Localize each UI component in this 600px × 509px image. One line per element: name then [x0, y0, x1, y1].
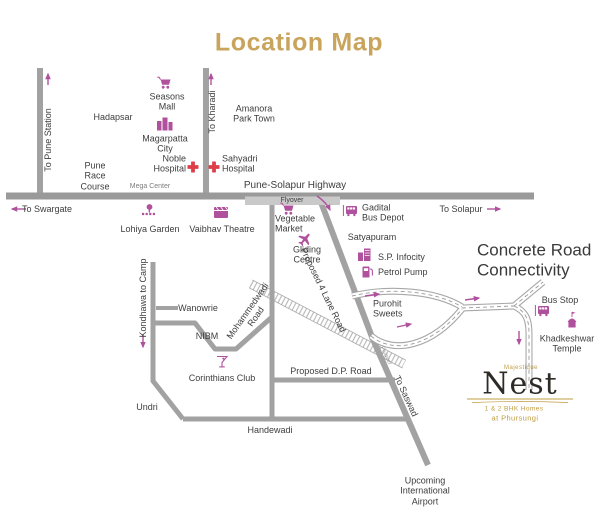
logo-location: at Phursungi: [491, 413, 539, 423]
concrete-road-loop: [351, 279, 546, 390]
vaibhav-theatre-icon: [214, 206, 229, 218]
gliding-centre-airplane-icon: [298, 233, 310, 247]
flyover-bar: [245, 196, 340, 205]
magarpatta-buildings-icon: [157, 117, 173, 131]
bus-stop-bus-icon: [534, 305, 549, 317]
arrow-loop-lower: [396, 322, 413, 328]
noble-hospital-cross-icon: [187, 161, 199, 173]
sahyadri-hospital-cross-icon: [208, 161, 220, 173]
road-nibm: [153, 315, 274, 352]
road-kondhawa-to-camp: [150, 262, 185, 421]
lohiya-garden-icon: [142, 204, 156, 216]
petrol-pump-icon: [362, 266, 373, 278]
sp-infocity-building-icon: [358, 248, 371, 261]
seasons-mall-cart-icon: [157, 76, 171, 89]
arrow-concrete-east: [464, 295, 481, 302]
logo-brand: Majestique: [503, 365, 539, 371]
logo-name: Nest: [482, 366, 558, 402]
vegetable-market-cart-icon: [280, 202, 294, 215]
khadkeshwar-temple-icon: [567, 311, 577, 328]
arrow-flyover-exit: [316, 195, 331, 212]
direction-arrows: [10, 72, 522, 349]
logo-tagline: 1 & 2 BHK Homes: [484, 405, 544, 413]
page-title: Location Map: [214, 28, 384, 57]
corinthians-cocktail-icon: [217, 355, 229, 368]
gadital-bus-icon: [342, 205, 357, 217]
arrow-loop-upper: [364, 291, 381, 298]
